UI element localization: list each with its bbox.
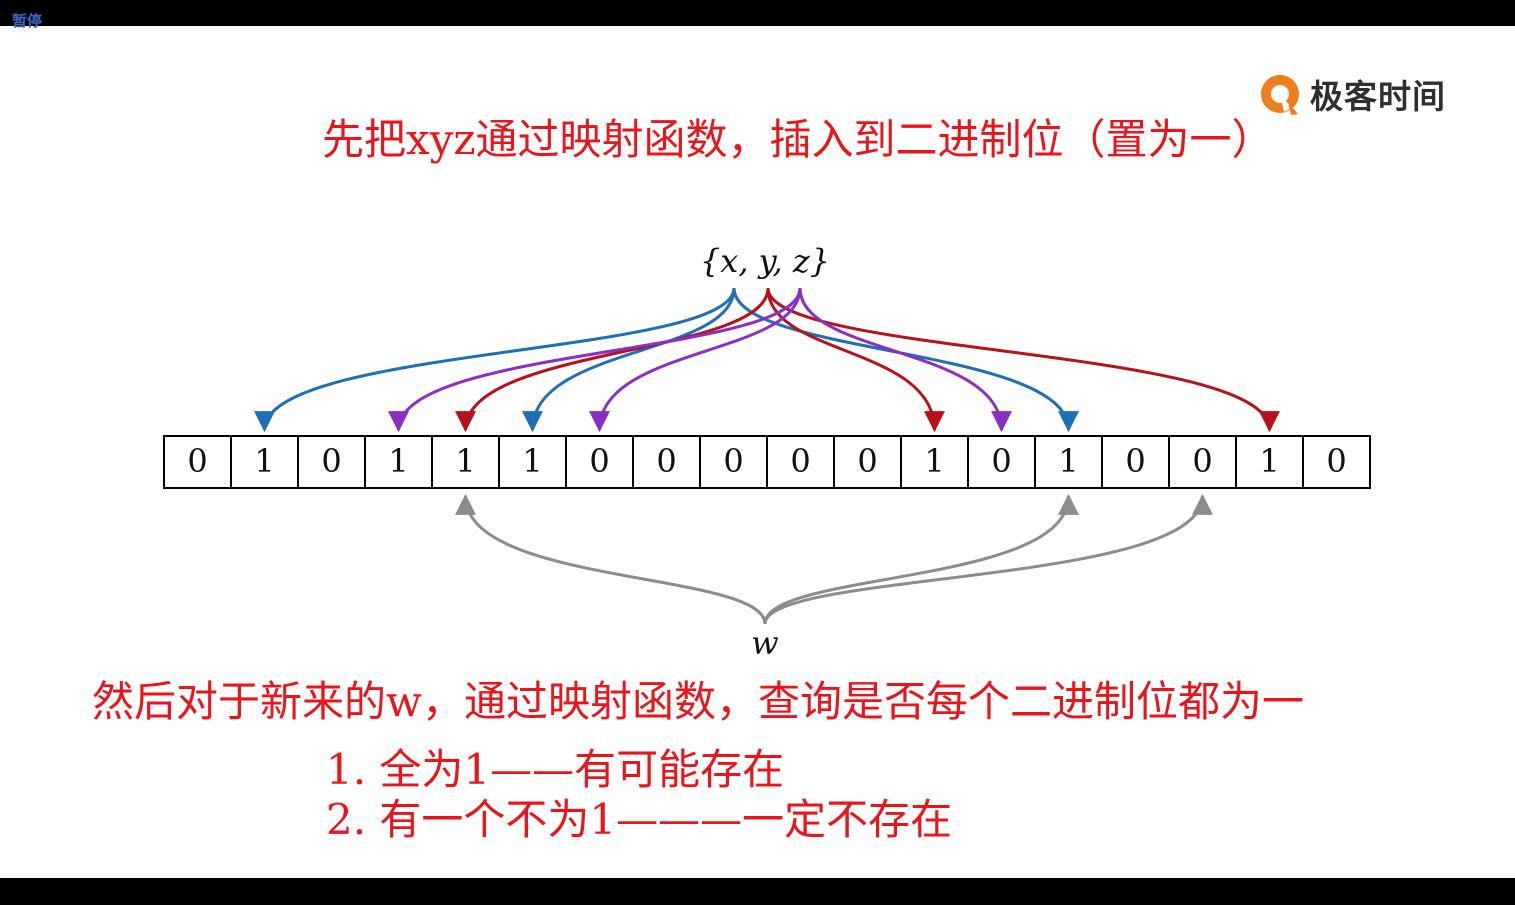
bit-array: 0 1 0 1 1 1 0 0 0 0 0 1 0 1 0 0 1 0	[163, 435, 1371, 489]
bit-value: 0	[1192, 442, 1212, 480]
bit-value: 0	[991, 442, 1011, 480]
pause-label[interactable]: 暂停	[12, 12, 43, 30]
geektime-logo-icon	[1261, 75, 1299, 115]
bit-value: 1	[455, 442, 475, 480]
arrow-z-to-bit-6	[589, 287, 802, 433]
bit-cell	[1168, 435, 1237, 489]
bit-value: 0	[1326, 442, 1346, 480]
arrow-x-to-bit-1	[254, 287, 736, 433]
query-label: w	[751, 624, 778, 662]
bit-cell	[699, 435, 768, 489]
bit-value: 1	[254, 442, 274, 480]
bit-value: 1	[1058, 442, 1078, 480]
bit-value: 0	[321, 442, 341, 480]
bit-value: 0	[656, 442, 676, 480]
result-item-2: 2. 有一个不为1———一定不存在	[326, 795, 953, 844]
slide-title: 先把xyz通过映射函数，插入到二进制位（置为一）	[322, 115, 1274, 164]
arrow-z-to-bit-3	[388, 287, 802, 433]
arrow-z-to-bit-12	[798, 287, 1012, 433]
bit-value: 0	[857, 442, 877, 480]
result-item-1: 1. 全为1——有可能存在	[326, 745, 785, 794]
bit-cell	[632, 435, 701, 489]
bit-value: 1	[388, 442, 408, 480]
arrow-w-to-bit-15	[763, 493, 1213, 625]
arrow-x-to-bit-5	[522, 287, 736, 433]
bit-cell	[766, 435, 835, 489]
bit-cell	[967, 435, 1036, 489]
bit-value: 1	[522, 442, 542, 480]
bloom-filter-diagram: 0 1 0 1 1 1 0 0 0 0 0 1 0 1 0 0 1 0 {x, y, z} w	[163, 242, 1371, 662]
bit-cell	[297, 435, 366, 489]
bit-value: 0	[1125, 442, 1145, 480]
bit-cell	[565, 435, 634, 489]
arrow-y-to-bit-16	[766, 287, 1280, 433]
bit-value: 0	[723, 442, 743, 480]
bit-value: 0	[790, 442, 810, 480]
query-description: 然后对于新来的w，通过映射函数，查询是否每个二进制位都为一	[92, 677, 1304, 726]
bit-cell	[163, 435, 232, 489]
set-label: {x, y, z}	[700, 242, 830, 280]
geektime-logo: 极客时间	[1258, 70, 1446, 118]
bit-value: 1	[1259, 442, 1279, 480]
player-top-bar	[0, 0, 1515, 26]
bit-cell	[1302, 435, 1371, 489]
bit-cell	[1101, 435, 1170, 489]
arrow-w-to-bit-4	[455, 493, 767, 625]
bit-cell	[1034, 435, 1103, 489]
arrow-y-to-bit-4	[455, 287, 770, 433]
mapping-arrows	[254, 287, 1280, 625]
bit-value: 1	[924, 442, 944, 480]
bit-value: 0	[187, 442, 207, 480]
arrow-w-to-bit-13	[763, 493, 1079, 625]
player-bottom-bar	[0, 878, 1515, 905]
bit-value: 0	[589, 442, 609, 480]
arrow-y-to-bit-11	[766, 287, 945, 433]
bit-cell	[431, 435, 500, 489]
logo-text: 极客时间	[1310, 77, 1446, 116]
bit-cell	[364, 435, 433, 489]
